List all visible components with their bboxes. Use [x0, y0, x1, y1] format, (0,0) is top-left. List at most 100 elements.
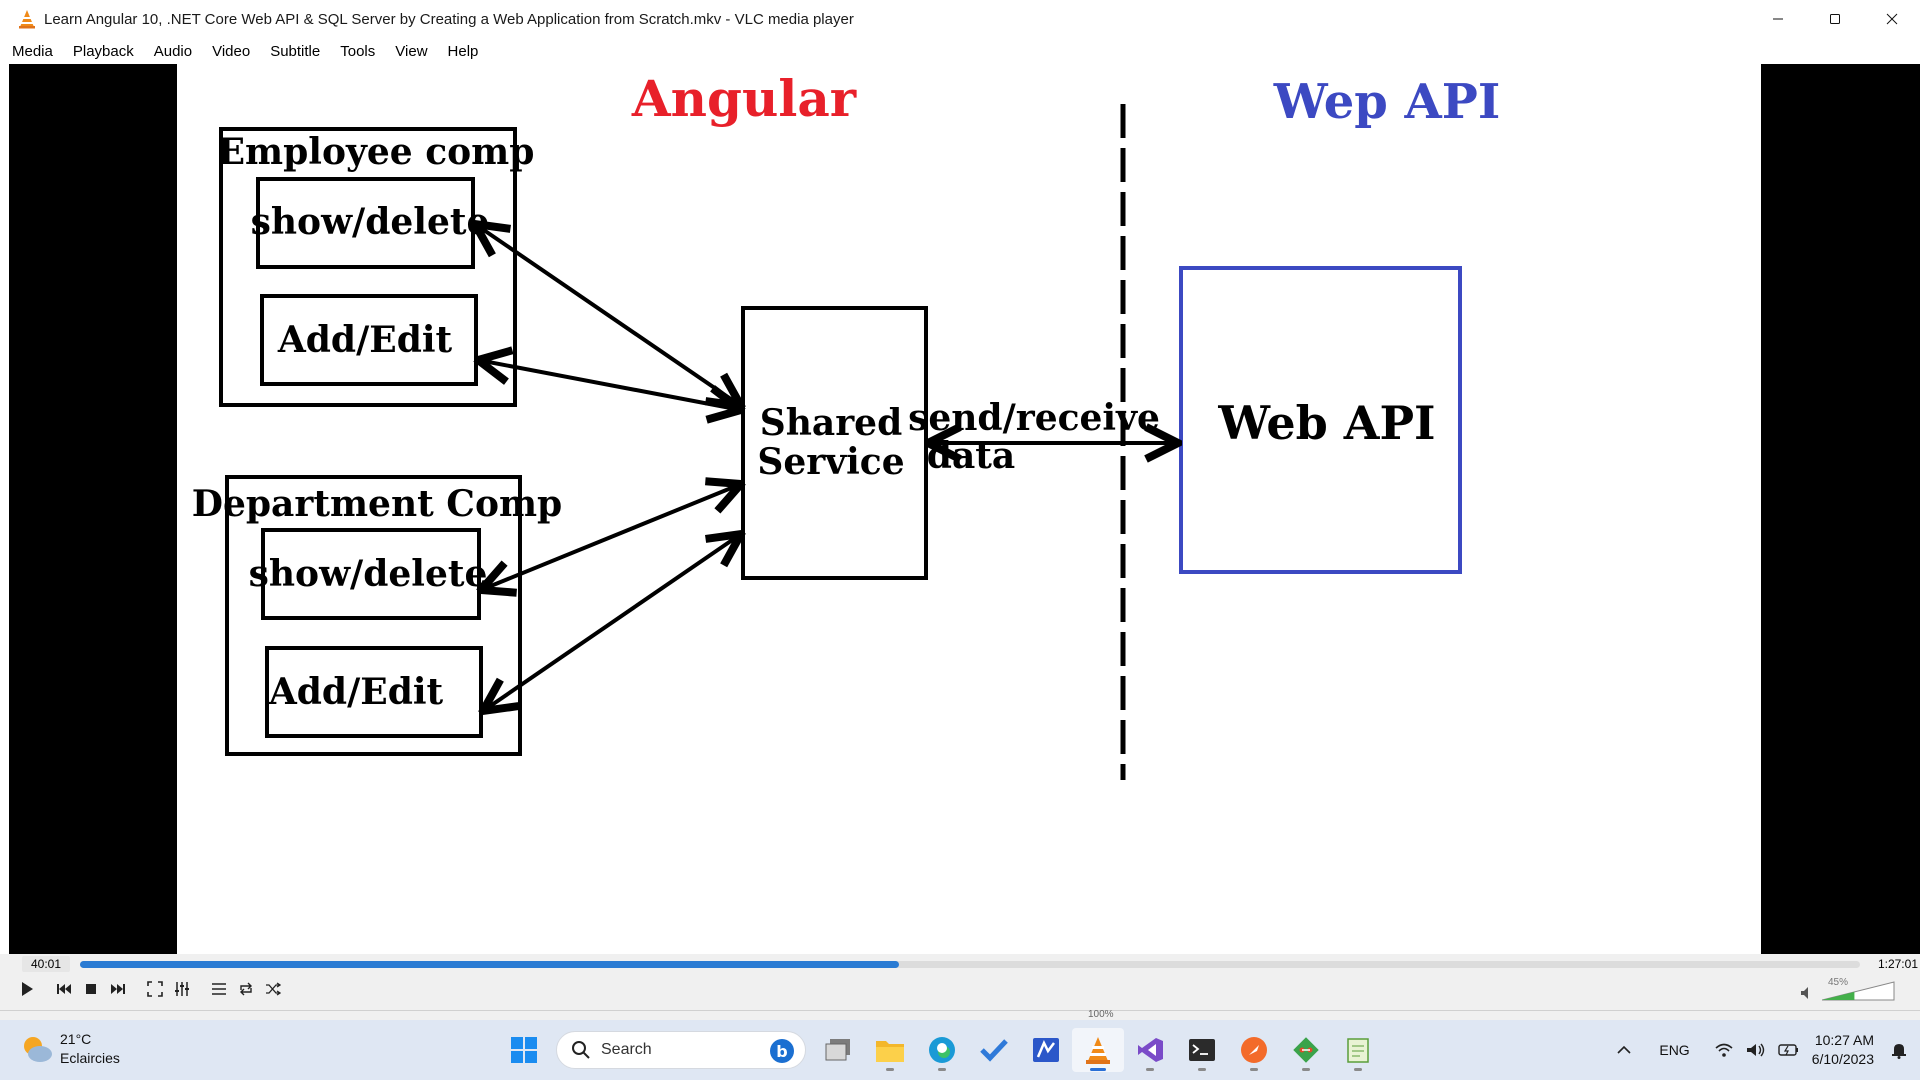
bing-icon[interactable]: b [769, 1038, 795, 1064]
git-icon [1293, 1037, 1319, 1063]
total-time[interactable]: 1:27:01 [1877, 957, 1918, 971]
task-view-button[interactable] [812, 1028, 864, 1072]
menu-subtitle[interactable]: Subtitle [270, 42, 321, 60]
postman-icon [1241, 1037, 1267, 1063]
todo-icon [980, 1039, 1008, 1062]
status-strip: 100% [0, 1009, 1920, 1020]
title-bar: Learn Angular 10, .NET Core Web API & SQ… [0, 0, 1920, 38]
postman-button[interactable] [1228, 1028, 1280, 1072]
edge-button[interactable] [916, 1028, 968, 1072]
partly-cloudy-icon [24, 1037, 52, 1062]
git-button[interactable] [1280, 1028, 1332, 1072]
fullscreen-icon [147, 981, 163, 997]
next-button[interactable] [105, 977, 131, 1001]
wifi-icon[interactable] [1714, 1042, 1734, 1058]
system-tray: ENG 10:27 AM 6/10/2023 [1611, 1020, 1920, 1080]
vlc-cone-icon [12, 0, 42, 38]
previous-button[interactable] [51, 977, 77, 1001]
shared-service-line1: Shared [760, 402, 903, 444]
maximize-icon [1829, 14, 1840, 24]
playback-speed[interactable]: 100% [1088, 1009, 1114, 1020]
file-explorer-icon [876, 1041, 904, 1062]
stop-button[interactable] [78, 977, 104, 1001]
loop-icon [240, 982, 252, 996]
notepad-button[interactable] [1332, 1028, 1384, 1072]
clock-date: 6/10/2023 [1811, 1051, 1874, 1067]
menu-tools[interactable]: Tools [340, 42, 376, 60]
vlc-taskbar-button[interactable] [1072, 1028, 1124, 1072]
terminal-icon [1189, 1039, 1215, 1061]
menu-video[interactable]: Video [212, 42, 251, 60]
send-receive-label-line1: send/receive [908, 397, 1160, 439]
weather-temperature: 21°C [60, 1031, 92, 1047]
speaker-icon [1801, 987, 1808, 999]
language-indicator[interactable]: ENG [1659, 1042, 1690, 1058]
webapi-box [1179, 266, 1462, 574]
extended-settings-button[interactable] [169, 977, 195, 1001]
minimize-button[interactable] [1749, 0, 1806, 38]
video-frame-slide: Angular Wep API Employee comp show/delet… [177, 64, 1761, 954]
menu-media[interactable]: Media [12, 42, 53, 60]
arrow-employee-add [478, 360, 741, 410]
svg-text:b: b [776, 1042, 787, 1061]
volume-percent: 45% [1827, 977, 1848, 988]
battery-icon[interactable] [1778, 1043, 1800, 1057]
employee-add-edit-label: Add/Edit [277, 319, 453, 361]
start-button[interactable] [498, 1028, 550, 1072]
menu-playback[interactable]: Playback [72, 42, 134, 60]
webapi-heading: Wep API [1273, 74, 1501, 130]
close-button[interactable] [1863, 0, 1920, 38]
vlc-icon [1086, 1037, 1110, 1064]
task-view-icon [825, 1039, 850, 1061]
employee-show-delete-label: show/delete [251, 201, 490, 243]
close-icon [1886, 13, 1897, 25]
department-comp-title: Department Comp [192, 483, 562, 525]
search-label: Search [601, 1041, 652, 1058]
webapi-box-label: Web API [1217, 396, 1435, 450]
shared-service-line2: Service [757, 441, 904, 483]
weather-widget[interactable]: 21°C Eclaircies [20, 1030, 120, 1068]
architecture-diagram: Angular Wep API Employee comp show/delet… [192, 69, 1501, 780]
menu-help[interactable]: Help [447, 42, 479, 60]
loop-button[interactable] [233, 977, 259, 1001]
angular-heading: Angular [631, 69, 857, 128]
minimize-icon [1772, 18, 1783, 20]
shuffle-button[interactable] [260, 977, 286, 1001]
video-area[interactable]: Angular Wep API Employee comp show/delet… [9, 64, 1920, 954]
playlist-button[interactable] [206, 977, 232, 1001]
maximize-button[interactable] [1806, 0, 1863, 38]
play-button[interactable] [14, 977, 40, 1001]
previous-icon [57, 984, 71, 994]
arrow-department-add [483, 534, 741, 711]
volume-icon[interactable] [1746, 1042, 1766, 1058]
department-show-delete-label: show/delete [249, 553, 488, 595]
file-explorer-button[interactable] [864, 1028, 916, 1072]
playlist-icon [212, 983, 226, 995]
current-time: 40:01 [22, 956, 70, 972]
clock-time: 10:27 AM [1814, 1032, 1874, 1048]
clock[interactable]: 10:27 AM 6/10/2023 [1812, 1031, 1874, 1069]
department-add-edit-label: Add/Edit [268, 671, 444, 713]
vscode-like-button[interactable] [1020, 1028, 1072, 1072]
chevron-up-icon [1617, 1045, 1631, 1054]
menu-view[interactable]: View [395, 42, 428, 60]
seek-bar[interactable] [80, 961, 1860, 968]
volume-slider[interactable] [1822, 980, 1898, 1002]
fullscreen-button[interactable] [142, 977, 168, 1001]
menu-audio[interactable]: Audio [153, 42, 193, 60]
next-icon [111, 984, 125, 994]
edge-icon [929, 1037, 955, 1063]
todo-button[interactable] [968, 1028, 1020, 1072]
visual-studio-button[interactable] [1124, 1028, 1176, 1072]
taskbar-search[interactable]: Search b [556, 1031, 806, 1069]
window-edge [0, 64, 9, 1010]
windows-taskbar: 21°C Eclaircies Search b [0, 1020, 1920, 1080]
terminal-button[interactable] [1176, 1028, 1228, 1072]
volume-control[interactable]: 45% [1800, 977, 1910, 1008]
equalizer-icon [175, 982, 189, 996]
player-controls: 40:01 1:27:01 45 [0, 954, 1920, 1010]
search-icon [572, 1041, 590, 1059]
show-hidden-icons-button[interactable] [1617, 1045, 1631, 1055]
stop-icon [86, 984, 96, 994]
notification-bell-icon[interactable] [1890, 1041, 1908, 1059]
